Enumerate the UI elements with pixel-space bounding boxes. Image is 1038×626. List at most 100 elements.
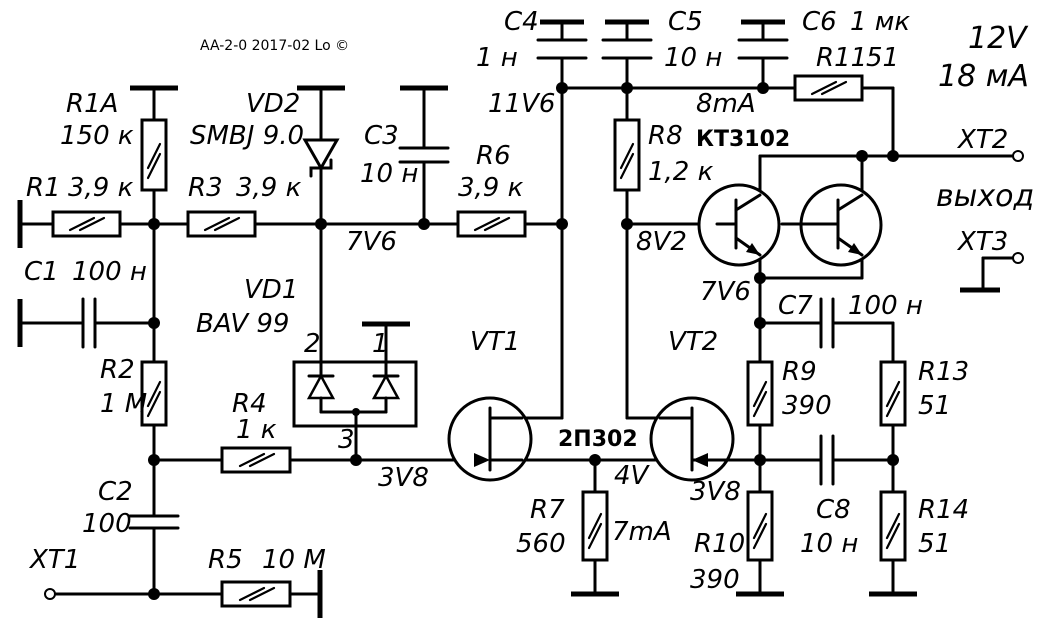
capacitor-c8-plates: [819, 434, 835, 486]
xt1-label: XT1: [28, 545, 80, 575]
resistor-r7-body: [581, 490, 609, 562]
output-label: выход: [936, 179, 1034, 214]
bjt-right-symbol: [780, 183, 883, 267]
resistor-r5-body: [220, 580, 292, 608]
r6-value-label: 3,9 к: [458, 173, 524, 203]
xt2-label: XT2: [956, 125, 1008, 155]
capacitor-c6-plates: [737, 38, 789, 60]
capacitor-plates: [81, 38, 835, 530]
node-8ma: 8mA: [696, 89, 756, 119]
r1-value-label: 3,9 к: [68, 173, 134, 203]
jfet-vt1-symbol: [447, 396, 533, 482]
c5-value-label: 10 н: [664, 43, 722, 73]
vd1-ref-label: VD1: [244, 275, 298, 305]
r14-value-label: 51: [918, 529, 951, 559]
node-7v6-top: 7V6: [346, 227, 397, 257]
c2-value-label: 100: [82, 509, 132, 539]
r2-value-label: 1 М: [100, 389, 147, 419]
resistor-r1-body: [51, 210, 122, 238]
c2-ref-label: C2: [98, 477, 133, 507]
diode-vd2-symbol: [302, 138, 340, 178]
c1-ref-label: C1: [24, 257, 59, 287]
jfet-type-label: 2П302: [558, 427, 638, 452]
r10-ref-label: R10: [694, 529, 745, 559]
r7-ref-label: R7: [530, 495, 565, 525]
diode-vd1-package: [292, 360, 418, 428]
terminal-xt1-icon[interactable]: [44, 588, 56, 600]
resistor-r4-body: [220, 446, 292, 474]
r3-value-label: 3,9 к: [236, 173, 302, 203]
r9-ref-label: R9: [782, 357, 817, 387]
r5-ref-label: R5: [208, 545, 243, 575]
vt1-ref-label: VT1: [470, 327, 520, 357]
header-caption: AA-2-0 2017-02 Lo ©: [200, 38, 349, 54]
resistor-r3-body: [186, 210, 257, 238]
supply-voltage-label: 12V: [968, 21, 1029, 56]
resistor-bodies: [51, 74, 907, 608]
r2-ref-label: R2: [100, 355, 135, 385]
node-11v6: 11V6: [488, 89, 555, 119]
node-3v8-right: 3V8: [690, 477, 741, 507]
terminal-xt2-icon[interactable]: [1012, 150, 1024, 162]
bjt-left-symbol: [697, 183, 781, 267]
vd1-pin3-label: 3: [338, 425, 355, 455]
bjt-type-label: КТ3102: [696, 127, 790, 152]
vd1-pin1-label: 1: [372, 329, 389, 359]
r5-value-label: 10 М: [262, 545, 326, 575]
node-8v2: 8V2: [636, 227, 687, 257]
c7-value-label: 100 н: [848, 291, 923, 321]
resistor-r8-body: [613, 118, 641, 192]
supply-current-label: 18 мА: [938, 59, 1029, 94]
r10-value-label: 390: [690, 565, 740, 595]
jfet-vt2-symbol: [649, 396, 735, 482]
resistor-r6-body: [456, 210, 527, 238]
resistor-r11-body: [793, 74, 864, 102]
vd2-value-label: SMBJ 9.0: [190, 121, 304, 151]
resistor-r14-body: [879, 490, 907, 562]
r14-ref-label: R14: [918, 495, 969, 525]
r3-ref-label: R3: [188, 173, 223, 203]
vt2-ref-label: VT2: [668, 327, 718, 357]
xt3-label: XT3: [956, 227, 1008, 257]
resistor-r9-body: [746, 360, 774, 427]
r11-value-label: 51: [866, 43, 899, 73]
resistor-r10-body: [746, 490, 774, 562]
resistor-r2-body: [140, 360, 168, 427]
r11-ref-label: R11: [816, 43, 867, 73]
r6-ref-label: R6: [476, 141, 511, 171]
resistor-r1a-body: [140, 118, 168, 192]
c3-value-label: 10 н: [360, 159, 418, 189]
node-7v6-emitter: 7V6: [700, 277, 751, 307]
r4-value-label: 1 к: [236, 415, 277, 445]
c6-value-label: 1 мк: [850, 7, 910, 37]
capacitor-c7-plates: [819, 297, 835, 349]
c3-ref-label: C3: [364, 121, 399, 151]
junction-dots: [148, 82, 899, 600]
r1a-ref-label: R1A: [66, 89, 118, 119]
r7-value-label: 560: [516, 529, 566, 559]
capacitor-c2-plates: [128, 514, 180, 530]
c1-value-label: 100 н: [72, 257, 147, 287]
r1-ref-label: R1: [26, 173, 61, 203]
node-4v: 4V: [614, 461, 651, 491]
c4-value-label: 1 н: [476, 43, 518, 73]
c4-ref-label: C4: [504, 7, 539, 37]
c6-ref-label: C6: [802, 7, 837, 37]
r4-ref-label: R4: [232, 389, 267, 419]
node-3v8-left: 3V8: [378, 463, 429, 493]
r8-value-label: 1,2 к: [648, 157, 714, 187]
vd1-value-label: BAV 99: [196, 309, 289, 339]
c8-value-label: 10 н: [800, 529, 858, 559]
r8-ref-label: R8: [648, 121, 683, 151]
ground-symbols: [17, 19, 1000, 618]
capacitor-c3-plates: [398, 146, 450, 164]
vd2-ref-label: VD2: [246, 89, 300, 119]
c7-ref-label: C7: [778, 291, 813, 321]
capacitor-c5-plates: [601, 38, 653, 60]
vd1-pin2-label: 2: [304, 329, 321, 359]
c8-ref-label: C8: [816, 495, 851, 525]
capacitor-c4-plates: [536, 38, 588, 60]
capacitor-c1-plates: [81, 297, 97, 349]
terminal-xt3-icon[interactable]: [1012, 252, 1024, 264]
